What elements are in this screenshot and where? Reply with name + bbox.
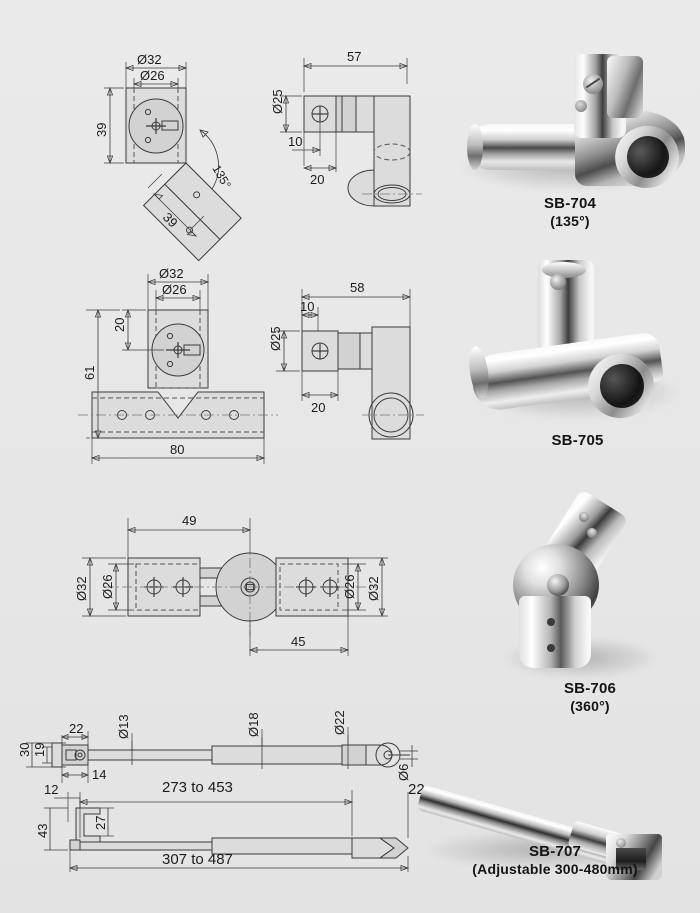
product-photo-sb705 [466,258,685,426]
product-sub-sb706: (360°) [570,698,610,715]
drawing-sb704-front: Ø32 Ø26 [70,22,320,262]
product-photo-sb704 [455,48,688,198]
dim-20-r2: 20 [112,318,127,332]
dim-range-bottom: 307 to 487 [162,851,233,868]
caption-sb704: SB-704 (135°) [455,195,685,230]
dim-45: 45 [291,634,305,649]
dim-d25-r1: Ø25 [270,89,285,114]
dim-10-r1: 10 [288,134,302,149]
dim-22-top: 22 [69,721,83,736]
dim-14: 14 [92,767,106,782]
dim-57: 57 [347,49,361,64]
dim-12: 12 [44,782,58,797]
product-code-sb704: SB-704 [543,195,597,212]
dim-range-top: 273 to 453 [162,779,233,796]
product-code-sb707: SB-707 [528,843,582,860]
dim-d26-r1: Ø26 [140,68,165,83]
product-sub-sb704: (135°) [550,213,590,230]
drawing-sb705-side: 58 10 Ø25 [258,275,443,455]
dim-d26-right-r3: Ø26 [342,574,357,599]
dim-39-left-r1: 39 [94,123,109,137]
dim-d26-r2: Ø26 [162,282,187,297]
caption-sb706: SB-706 (360°) [495,680,685,715]
drawing-sb707-side: 12 43 27 273 to 453 [14,778,434,874]
dim-d26-left-r3: Ø26 [100,574,115,599]
drawing-sb706-plan: 49 [58,500,408,670]
dim-d32-left-r3: Ø32 [74,576,89,601]
dim-d25-r2: Ø25 [268,326,283,351]
drawing-sb707-top: 30 19 22 14 [14,705,434,795]
product-code-sb706: SB-706 [563,680,617,697]
dim-d32-right-r3: Ø32 [366,576,381,601]
dim-d13: Ø13 [116,714,131,739]
dim-19: 19 [32,743,47,757]
dim-49: 49 [182,513,196,528]
dim-58: 58 [350,280,364,295]
drawing-sb704-side: 57 Ø25 [262,42,442,222]
dim-d22: Ø22 [332,710,347,735]
dim-d32-r2: Ø32 [159,266,184,281]
dim-30: 30 [17,743,32,757]
dim-27: 27 [93,816,108,830]
dim-d18: Ø18 [246,712,261,737]
drawing-sb705-front: Ø32 Ø26 [70,262,320,472]
caption-sb705: SB-705 [470,432,685,450]
product-photo-sb707 [416,770,690,880]
dim-10-r2: 10 [300,299,314,314]
dim-d32-r1: Ø32 [137,52,162,67]
product-photo-sb706 [495,488,685,678]
dim-20-r1: 20 [310,172,324,187]
dim-d6: Ø6 [396,764,411,781]
dim-20-r2b: 20 [311,400,325,415]
product-sub-sb707: (Adjustable 300-480mm) [472,861,638,878]
product-code-sb705: SB-705 [551,432,604,449]
dim-80: 80 [170,442,184,457]
caption-sb707: SB-707 (Adjustable 300-480mm) [420,843,690,878]
dim-43: 43 [35,824,50,838]
dim-61: 61 [82,366,97,380]
